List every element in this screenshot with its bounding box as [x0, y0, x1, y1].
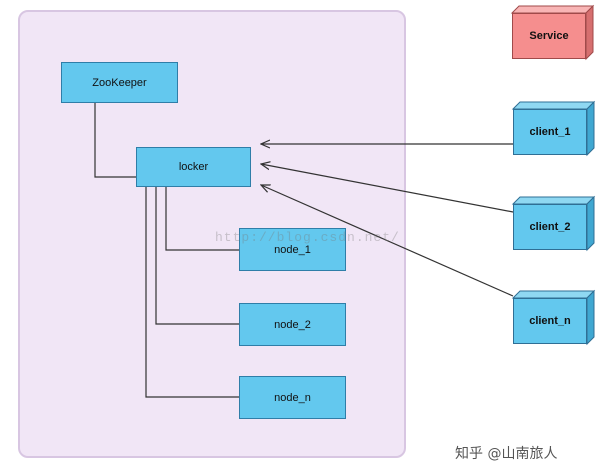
client-n-box-depth: [511, 289, 596, 346]
service-box-depth: [510, 4, 595, 61]
zookeeper-node[interactable]: ZooKeeper: [61, 62, 178, 103]
locker-node[interactable]: locker: [136, 147, 251, 187]
credit-text: 知乎 @山南旅人: [455, 446, 558, 462]
client-2-label: client_2: [513, 204, 587, 250]
client-2-box[interactable]: client_2: [511, 195, 597, 252]
client-n-label: client_n: [513, 298, 587, 344]
node-n[interactable]: node_n: [239, 376, 346, 419]
service-label: Service: [512, 13, 586, 59]
zookeeper-locker-connector: [94, 103, 136, 178]
locker-node-2-connector: [155, 187, 239, 325]
client-n-box[interactable]: client_n: [511, 289, 597, 346]
client-1-box[interactable]: client_1: [511, 100, 597, 157]
client-n-arrow: [261, 185, 514, 297]
client-2-arrow: [261, 164, 514, 213]
client-1-box-depth: [511, 100, 596, 157]
service-box[interactable]: Service: [510, 4, 596, 61]
locker-node-n-connector: [145, 187, 239, 398]
client-1-label: client_1: [513, 109, 587, 155]
node-2[interactable]: node_2: [239, 303, 346, 346]
watermark-text: http://blog.csdn.net/: [215, 230, 400, 245]
node-1[interactable]: node_1: [239, 228, 346, 271]
locker-node-1-connector: [165, 187, 239, 251]
